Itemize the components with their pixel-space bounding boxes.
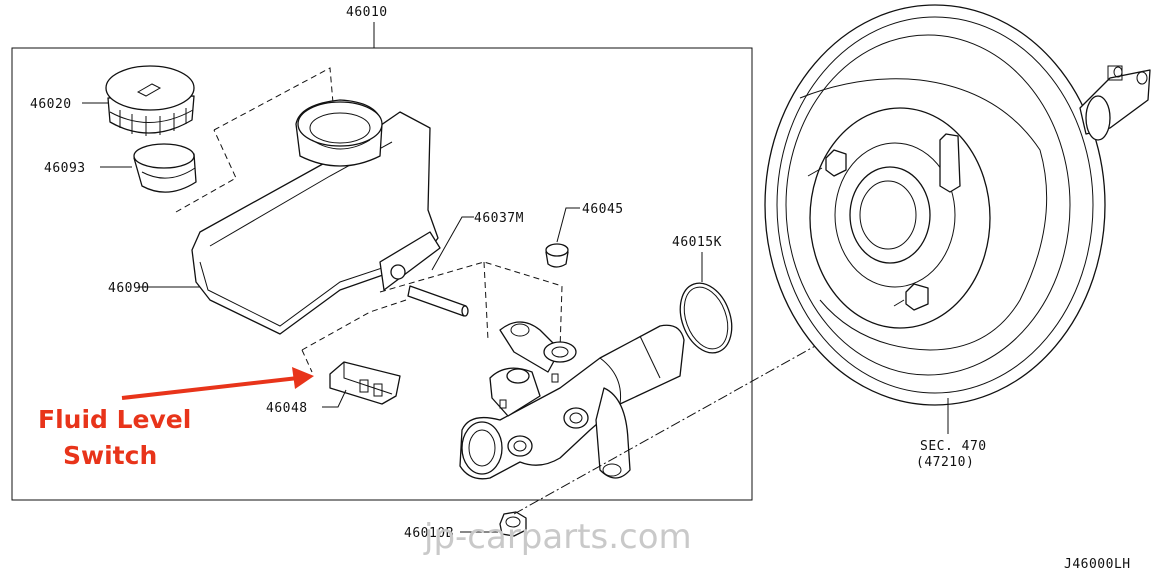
brake-booster	[764, 4, 1151, 406]
callout-arrow	[121, 376, 299, 400]
reservoir-tank	[191, 99, 441, 335]
label-46093: 46093	[44, 161, 86, 176]
callout-arrowhead	[292, 367, 314, 389]
dash-cap	[213, 67, 337, 139]
strainer	[133, 143, 197, 193]
grommet	[545, 243, 569, 268]
nut	[499, 511, 527, 537]
dash-strainer	[175, 129, 237, 213]
label-sec-470: SEC. 470	[920, 439, 987, 454]
dash-switch	[301, 299, 407, 351]
label-46045: 46045	[582, 202, 624, 217]
diagram-code: J46000LH	[1064, 557, 1131, 572]
label-46048: 46048	[266, 401, 308, 416]
label-46010b: 46010B	[404, 526, 454, 541]
label-46015k: 46015K	[672, 235, 722, 250]
fluid-level-switch	[329, 361, 401, 405]
reservoir-cap	[105, 65, 195, 136]
label-46037m: 46037M	[474, 211, 524, 226]
label-47210: (47210)	[916, 455, 974, 470]
o-ring	[679, 282, 733, 354]
callout-line1: Fluid Level	[38, 405, 191, 434]
label-46090: 46090	[108, 281, 150, 296]
callout-line2: Switch	[63, 441, 157, 470]
pin	[407, 285, 469, 317]
label-46020: 46020	[30, 97, 72, 112]
label-46010: 46010	[346, 5, 388, 20]
watermark: jp-carparts.com	[423, 517, 692, 557]
assembly-frame	[11, 47, 753, 501]
dash-pin	[379, 261, 563, 351]
master-cylinder	[459, 321, 685, 480]
